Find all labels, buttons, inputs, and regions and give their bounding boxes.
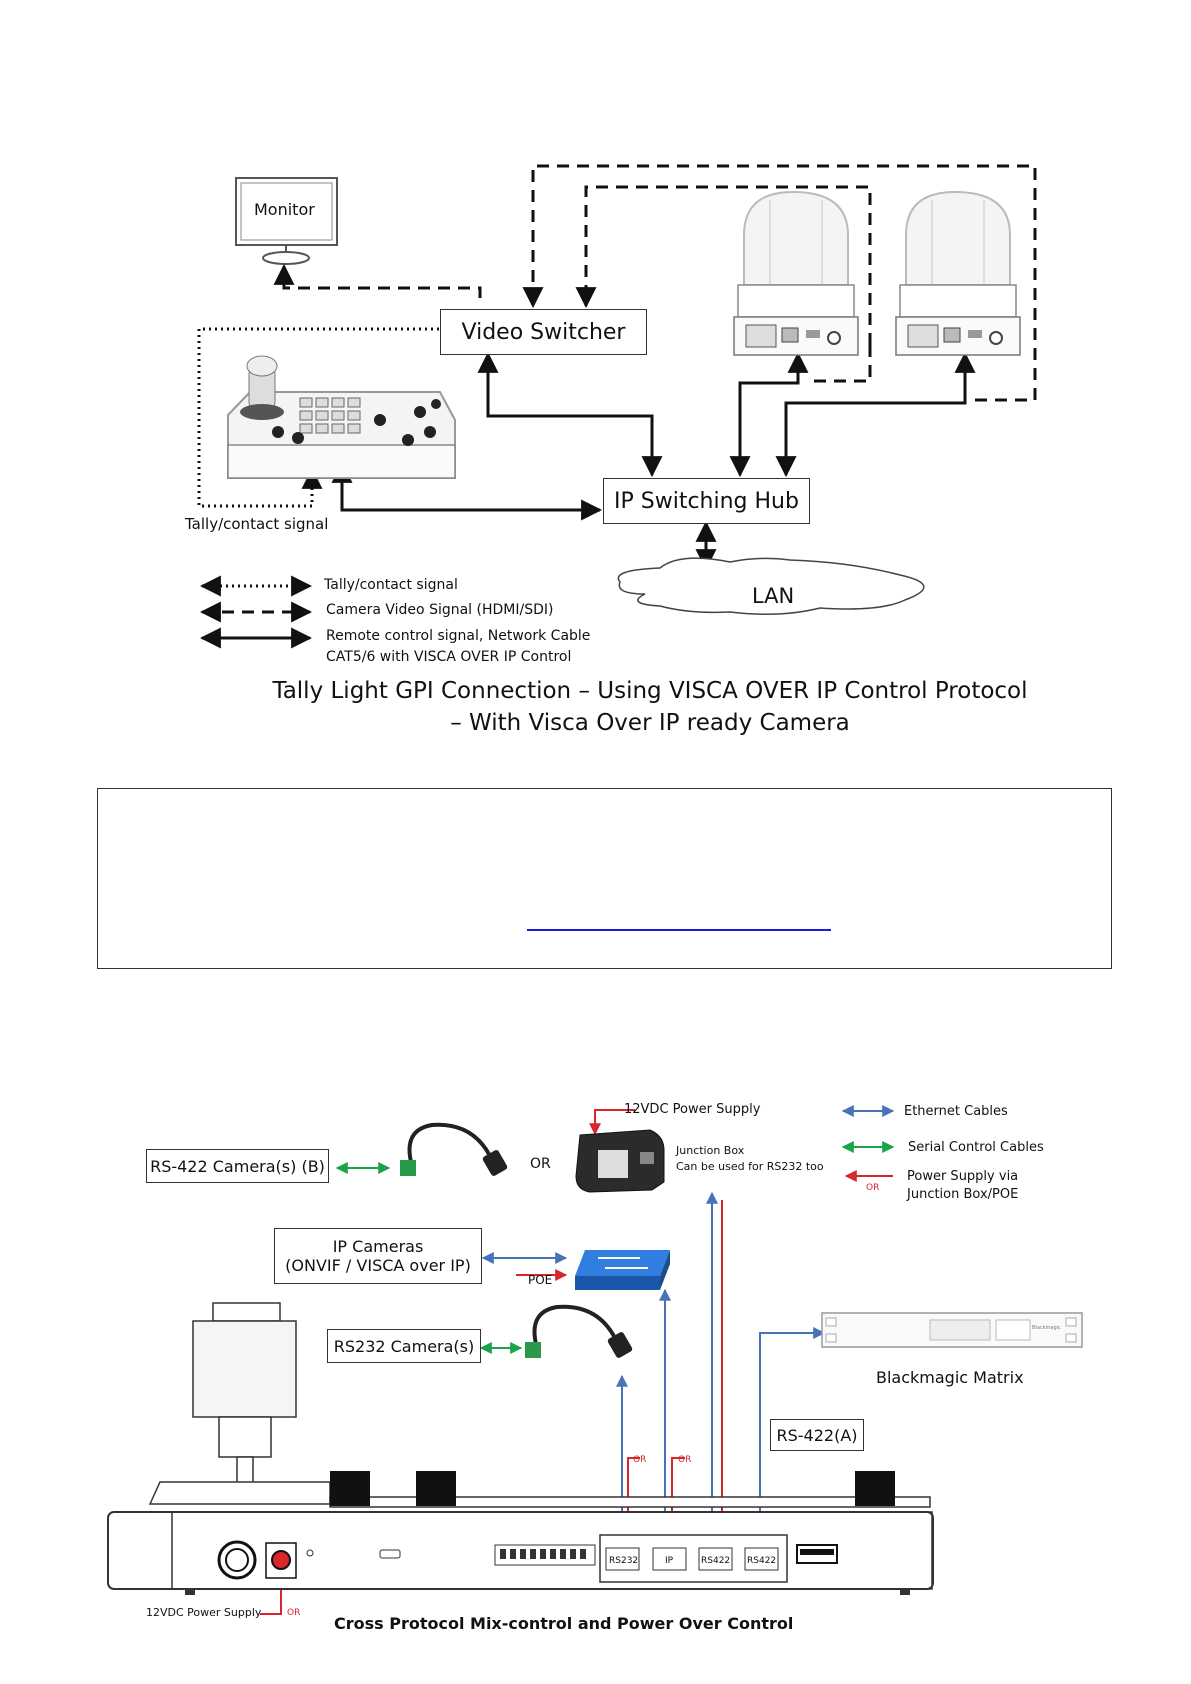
junction-box-icon [575, 1129, 665, 1193]
video-switcher-box: Video Switcher [440, 309, 647, 355]
rs232-camera-box: RS232 Camera(s) [327, 1329, 481, 1363]
ip-cameras-label: IP Cameras [332, 1237, 424, 1256]
bottom-or-label: OR [287, 1608, 301, 1618]
ptz-controller-icon [107, 1302, 934, 1595]
ip-cameras-protocols: (ONVIF / VISCA over IP) [285, 1256, 471, 1275]
port-rs422-label: RS422 [701, 1556, 731, 1566]
rs422-camera-b-label: RS-422 Camera(s) (B) [150, 1156, 325, 1176]
legend-lines [199, 575, 313, 649]
legend-power-label: Power Supply via [907, 1169, 1019, 1184]
ptz-camera-icon [895, 190, 1021, 356]
lan-cloud-icon [617, 557, 925, 615]
legend-ethernet-label: Ethernet Cables [904, 1104, 1008, 1119]
ptz-camera-icon [733, 190, 859, 356]
rs422-a-box: RS-422(A) [770, 1419, 864, 1451]
port-ip-label: IP [665, 1556, 674, 1566]
junction-box-note: Can be used for RS232 too [676, 1160, 824, 1173]
lan-label: LAN [752, 584, 795, 608]
rs422-a-label: RS-422(A) [776, 1425, 858, 1445]
or-label: OR [678, 1455, 692, 1465]
diagram-1-caption: Tally Light GPI Connection – Using VISCA… [272, 678, 1028, 704]
port-rs422-label: RS422 [747, 1556, 777, 1566]
video-switcher-label: Video Switcher [461, 319, 626, 345]
network-switch-icon [575, 1250, 670, 1290]
info-box [97, 788, 1112, 969]
ip-switching-hub-label: IP Switching Hub [614, 488, 799, 514]
rs232-camera-label: RS232 Camera(s) [333, 1336, 475, 1356]
ip-cameras-box: IP Cameras (ONVIF / VISCA over IP) [274, 1228, 482, 1284]
legend-power-label-line2: Junction Box/POE [907, 1187, 1019, 1202]
ip-switching-hub-box: IP Switching Hub [603, 478, 810, 524]
blackmagic-brand: Blackmagic [1032, 1325, 1061, 1331]
poe-label: POE [528, 1273, 553, 1287]
legend-serial-label: Serial Control Cables [908, 1140, 1044, 1155]
legend-or-label: OR [866, 1183, 880, 1193]
legend-item-tally: Tally/contact signal [324, 577, 458, 593]
tally-contact-label: Tally/contact signal [185, 515, 329, 533]
ptz-controller-icon [227, 355, 456, 479]
legend-item-video: Camera Video Signal (HDMI/SDI) [326, 602, 554, 618]
legend-item-remote-line2: CAT5/6 with VISCA OVER IP Control [326, 649, 572, 665]
or-label: OR [633, 1455, 647, 1465]
bottom-power-supply-label: 12VDC Power Supply [146, 1606, 262, 1619]
rs422-camera-b-box: RS-422 Camera(s) (B) [146, 1149, 329, 1183]
diagram-2 [107, 1105, 1083, 1615]
monitor-icon [235, 177, 338, 265]
legend-item-remote: Remote control signal, Network Cable [326, 628, 591, 644]
or-label: OR [530, 1156, 551, 1172]
power-supply-label: 12VDC Power Supply [624, 1102, 761, 1117]
serial-cable-icon [400, 1122, 508, 1176]
link-underline[interactable] [527, 929, 831, 931]
monitor-label: Monitor [254, 200, 315, 219]
port-rs232-label: RS232 [609, 1556, 639, 1566]
diagram-2-caption: Cross Protocol Mix-control and Power Ove… [334, 1614, 794, 1633]
serial-cable-icon [525, 1304, 633, 1358]
blackmagic-matrix-label: Blackmagic Matrix [876, 1368, 1024, 1387]
blackmagic-matrix-icon [821, 1312, 1083, 1348]
diagram-1-caption-line2: – With Visca Over IP ready Camera [450, 710, 850, 736]
junction-box-label: Junction Box [676, 1144, 745, 1157]
diagram-1 [197, 164, 1037, 649]
